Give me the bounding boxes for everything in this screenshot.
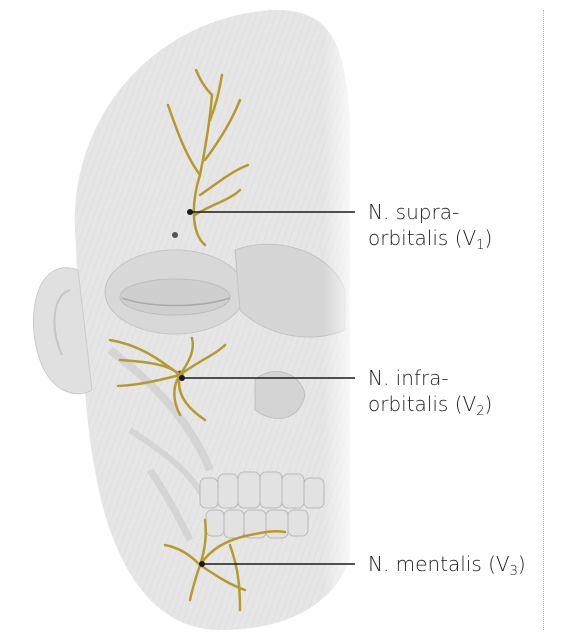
head-silhouette <box>32 0 360 637</box>
label-infraorbital: N. infra- orbitalis (V2) <box>368 365 493 419</box>
label-supraorbital-line1: N. supra- <box>368 200 460 224</box>
label-infraorbital-line2: orbitalis (V2) <box>368 392 493 419</box>
label-infraorbital-line1: N. infra- <box>368 366 449 390</box>
label-mental: N. mentalis (V3) <box>368 552 526 579</box>
mental-nerve <box>163 518 287 612</box>
leader-lines <box>179 209 355 567</box>
label-supraorbital: N. supra- orbitalis (V1) <box>368 199 493 253</box>
supraorbital-nerve <box>166 68 250 247</box>
infraorbital-nerve <box>108 336 227 422</box>
label-supraorbital-line2: orbitalis (V1) <box>368 226 493 253</box>
dotted-divider <box>543 10 544 630</box>
